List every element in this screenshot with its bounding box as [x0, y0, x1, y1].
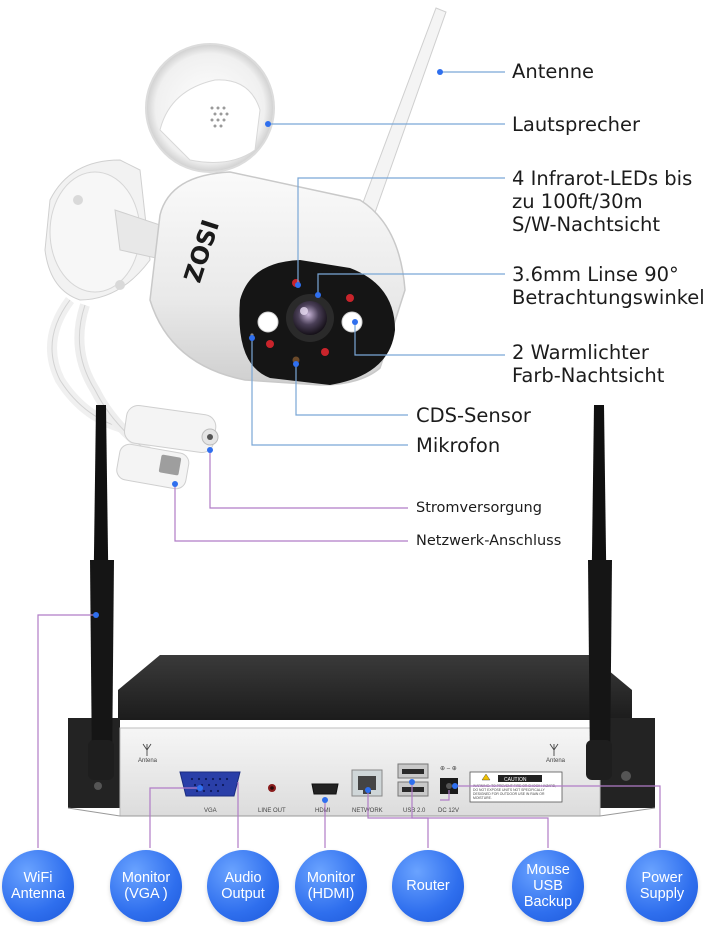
- camera-illustration: ZOSI: [44, 7, 447, 490]
- network-port-label: NETWORK: [352, 808, 383, 814]
- bubble-wifi-antenna-line2: Antenna: [10, 886, 66, 902]
- cable-callout-lines: [174, 450, 408, 542]
- label-warmlight: 2 Warmlichter Farb-Nachtsicht: [512, 341, 664, 387]
- label-infrared-line1: 4 Infrarot-LEDs bis: [512, 167, 693, 190]
- usb-port-label: USB 2.0: [403, 808, 426, 814]
- label-infrared-line3: S/W-Nachtsicht: [512, 213, 661, 236]
- bubble-audio-output-line1: Audio: [224, 870, 262, 886]
- bubble-mouse-usb-backup: Mouse USB Backup: [512, 850, 584, 922]
- svg-text:⊕ – ⊕: ⊕ – ⊕: [440, 766, 457, 772]
- bubble-power-supply-line2: Supply: [639, 886, 685, 902]
- cable-callout-dots: [172, 447, 213, 487]
- antena-right-label: Antena: [546, 758, 566, 764]
- speaker-magnifier: [145, 43, 275, 173]
- bubble-monitor-vga: Monitor (VGA ): [110, 850, 182, 922]
- label-warmlight-line2: Farb-Nachtsicht: [512, 364, 665, 387]
- bubble-monitor-vga-line1: Monitor: [121, 870, 171, 886]
- bubble-mouse-usb-backup-line3: Backup: [523, 894, 573, 910]
- bubble-wifi-antenna-line1: WiFi: [23, 870, 53, 886]
- vga-label: VGA: [204, 808, 217, 814]
- line-out-label: LINE OUT: [258, 808, 286, 814]
- bubble-audio-output-line2: Output: [221, 886, 265, 902]
- label-infrared-line2: zu 100ft/30m: [512, 190, 643, 213]
- bubble-monitor-hdmi: Monitor (HDMI): [295, 850, 367, 922]
- bubble-mouse-usb-backup-line2: USB: [533, 878, 563, 894]
- nvr-callout-dots: [93, 612, 458, 803]
- bubble-monitor-vga-line2: (VGA ): [124, 886, 168, 902]
- label-network-port: Netzwerk-Anschluss: [416, 533, 562, 549]
- bubble-monitor-hdmi-line2: (HDMI): [307, 886, 355, 902]
- label-speaker: Lautsprecher: [512, 113, 641, 136]
- label-cds-sensor: CDS-Sensor: [416, 404, 531, 427]
- bubble-monitor-hdmi-line1: Monitor: [306, 870, 356, 886]
- label-antenna: Antenne: [512, 60, 595, 83]
- label-lens-line2: Betrachtungswinkel: [512, 286, 705, 309]
- label-microphone: Mikrofon: [416, 434, 501, 457]
- antena-left-label: Antena: [138, 758, 158, 764]
- hdmi-label: HDMI: [315, 808, 331, 814]
- caution-label: CAUTION: [504, 777, 527, 783]
- nvr-callout-lines: [37, 614, 661, 848]
- label-warmlight-line1: 2 Warmlichter: [512, 341, 649, 364]
- bubble-power-supply: Power Supply: [626, 850, 698, 922]
- bubble-mouse-usb-backup-line1: Mouse: [526, 862, 570, 878]
- bubble-router-line1: Router: [406, 878, 450, 894]
- bubble-audio-output: Audio Output: [207, 850, 279, 922]
- label-lens-line1: 3.6mm Linse 90°: [512, 263, 679, 286]
- bubble-router: Router: [392, 850, 464, 922]
- camera-callout-dots: [249, 69, 443, 367]
- bubble-wifi-antenna: WiFi Antenna: [2, 850, 74, 922]
- camera-callout-lines: [251, 71, 505, 446]
- label-power-supply: Stromversorgung: [416, 500, 542, 516]
- label-infrared: 4 Infrarot-LEDs bis zu 100ft/30m S/W-Nac…: [512, 167, 692, 236]
- dc-port-label: DC 12V: [438, 808, 459, 814]
- bubble-power-supply-line1: Power: [641, 870, 683, 886]
- label-lens: 3.6mm Linse 90° Betrachtungswinkel: [512, 263, 705, 309]
